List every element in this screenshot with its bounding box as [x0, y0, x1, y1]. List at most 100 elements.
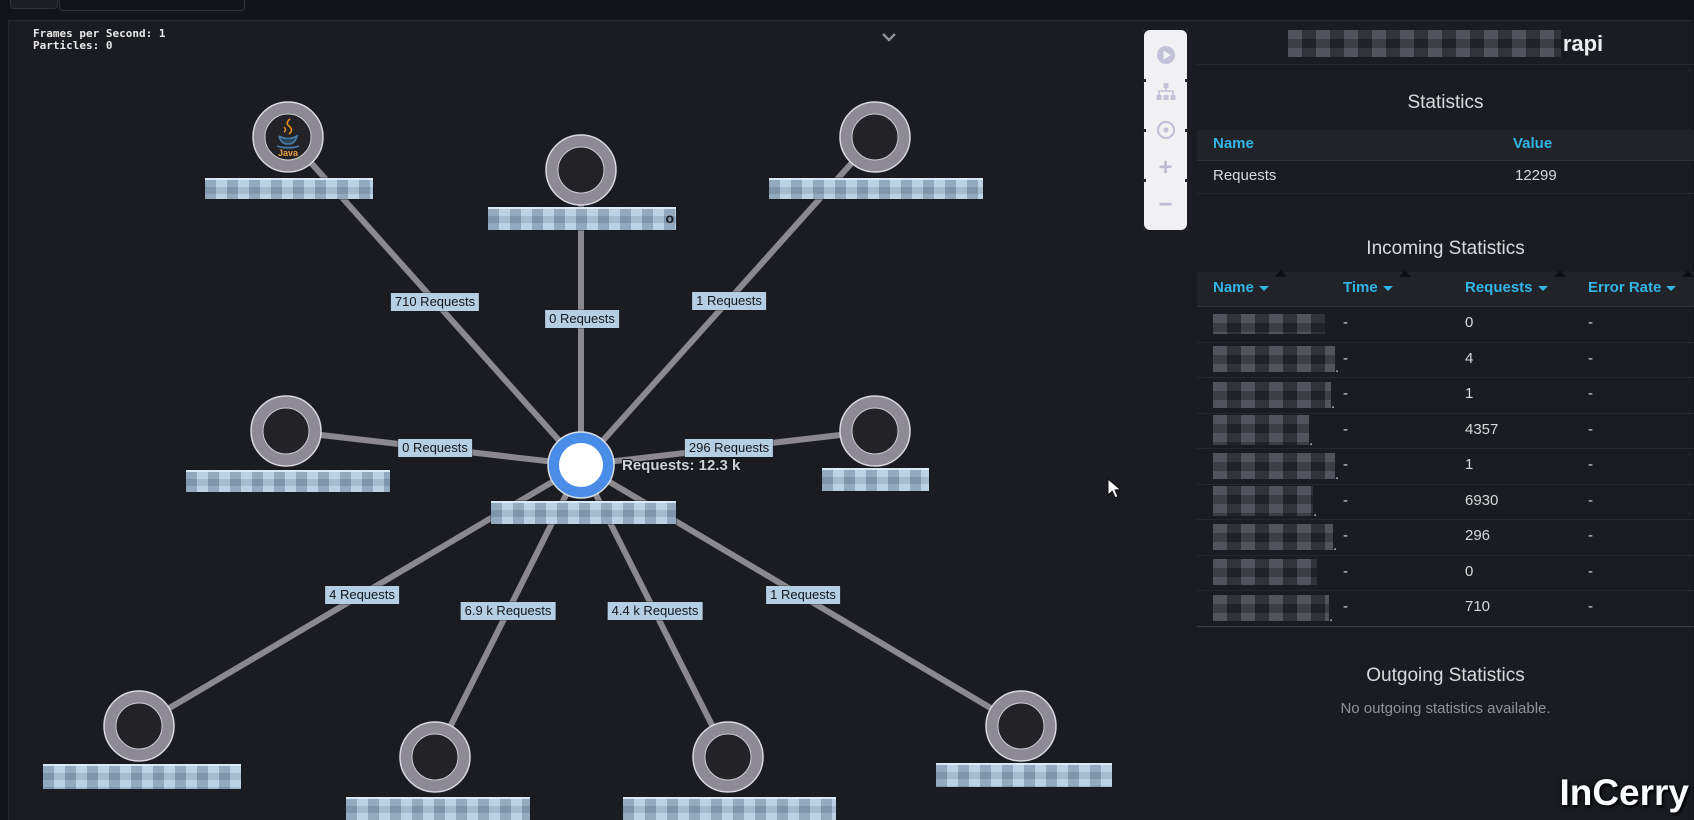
cell-requests: 0: [1465, 314, 1474, 331]
graph-zoom-toolbar: + −: [1143, 29, 1188, 231]
node-label-redacted-node-3: [769, 178, 983, 199]
cell-time: -: [1343, 527, 1348, 544]
redacted-service-name: [1213, 559, 1317, 589]
java-icon: [276, 134, 300, 149]
sitemap-icon: [1156, 83, 1175, 101]
watermark: InCerry: [1559, 772, 1689, 813]
service-node-node-7[interactable]: [399, 721, 471, 793]
service-node-node-4[interactable]: [250, 395, 322, 467]
cell-error-rate: -: [1588, 527, 1593, 544]
zoom-out-button[interactable]: −: [1152, 192, 1180, 218]
node-label-redacted-node-5: [822, 468, 929, 491]
service-node-node-6[interactable]: [103, 690, 175, 762]
caret-down-icon: [1382, 285, 1393, 291]
incoming-table-row[interactable]: .-6930-: [1197, 484, 1694, 520]
top-tab-stub-1[interactable]: [10, 0, 58, 9]
redacted-service-name: .: [1213, 381, 1335, 412]
incoming-table-row[interactable]: .-296-: [1197, 519, 1694, 556]
minus-icon: −: [1158, 191, 1173, 219]
redacted-service-name: .: [1213, 594, 1333, 625]
sort-arrow-icon: [1398, 270, 1411, 277]
node-label-redacted-node-8: [623, 797, 836, 820]
incoming-col-name[interactable]: Name: [1213, 270, 1287, 296]
chevron-down-icon[interactable]: [879, 30, 899, 44]
cell-error-rate: -: [1588, 385, 1593, 402]
cell-time: -: [1343, 456, 1348, 473]
focus-icon: [1156, 120, 1175, 140]
edge-request-count-label: 4 Requests: [325, 586, 399, 604]
node-label-redacted-node-2: o: [488, 207, 676, 230]
cell-requests: 4: [1465, 349, 1474, 367]
sort-arrow-icon: [1553, 270, 1566, 277]
fps-hud: Frames per Second: 1 Particles: 0: [33, 28, 165, 52]
incoming-col-requests[interactable]: Requests: [1465, 270, 1566, 296]
sort-arrow-icon: [1274, 270, 1287, 277]
cell-requests: 0: [1465, 562, 1474, 580]
redacted-service-name: .: [1213, 346, 1339, 376]
stats-col-name[interactable]: Name: [1213, 135, 1254, 152]
layout-button[interactable]: [1152, 79, 1180, 105]
cell-error-rate: -: [1588, 349, 1593, 367]
incoming-table-row[interactable]: .-4357-: [1197, 413, 1694, 449]
node-label-redacted-node-6: [43, 764, 241, 789]
stats-col-value[interactable]: Value: [1513, 135, 1553, 152]
cell-error-rate: -: [1588, 598, 1593, 615]
details-sidebar: rapi Statistics Name Value Requests 1229…: [1197, 20, 1694, 819]
cell-error-rate: -: [1588, 456, 1593, 473]
center-node-requests-label: Requests: 12.3 k: [622, 457, 741, 474]
statistics-heading: Statistics: [1407, 92, 1484, 113]
service-node-node-9[interactable]: [985, 690, 1057, 762]
incoming-table-row[interactable]: - 0 -: [1197, 555, 1694, 591]
cell-time: -: [1343, 562, 1348, 580]
edge-request-count-label: 1 Requests: [766, 586, 840, 604]
divider: [1197, 64, 1694, 65]
stats-row-value: 12299: [1515, 167, 1557, 184]
edge-request-count-label: 710 Requests: [390, 293, 480, 311]
selected-node-title: rapi: [1197, 30, 1694, 57]
cell-time: -: [1343, 420, 1348, 438]
cell-requests: 296: [1465, 527, 1491, 544]
redacted-service-name: [1213, 313, 1325, 338]
node-label-redacted-node-4: [186, 470, 390, 492]
service-node-node-5[interactable]: [839, 395, 911, 467]
edge-request-count-label: 1 Requests: [692, 292, 766, 310]
incoming-table-row[interactable]: .-4-: [1197, 342, 1694, 378]
service-node-center[interactable]: [547, 431, 615, 499]
incoming-heading: Incoming Statistics: [1366, 238, 1525, 259]
incoming-table-row[interactable]: .-710-: [1197, 590, 1694, 627]
incoming-col-error-rate[interactable]: Error Rate: [1588, 270, 1694, 296]
incoming-table-row[interactable]: -0-: [1197, 306, 1694, 343]
cell-error-rate: -: [1588, 562, 1593, 580]
incoming-table-header: Name Time Requests Error Rate: [1197, 270, 1694, 307]
play-button[interactable]: [1152, 42, 1180, 68]
zoom-in-button[interactable]: +: [1152, 155, 1180, 181]
node-label-redacted-node-7: [346, 797, 530, 820]
cell-requests: 710: [1465, 598, 1491, 615]
incoming-table-row[interactable]: .-1-: [1197, 448, 1694, 485]
cell-time: -: [1343, 349, 1348, 367]
edge-request-count-label: 6.9 k Requests: [460, 602, 556, 620]
cell-requests: 1: [1465, 385, 1474, 402]
java-icon: [283, 126, 287, 133]
edge-request-count-label: 0 Requests: [545, 310, 619, 328]
plus-icon: +: [1158, 153, 1173, 181]
focus-button[interactable]: [1152, 117, 1180, 143]
cell-time: -: [1343, 385, 1348, 402]
cell-requests: 1: [1465, 456, 1474, 473]
service-node-node-2[interactable]: [545, 134, 617, 206]
title-suffix: rapi: [1562, 30, 1604, 56]
top-tab-stub-2[interactable]: [59, 0, 245, 11]
redacted-service-name: .: [1213, 486, 1317, 520]
service-node-node-8[interactable]: [692, 721, 764, 793]
service-node-node-3[interactable]: [839, 101, 911, 173]
node-label-redacted-node-1: [205, 178, 373, 199]
service-node-node-1[interactable]: Java: [252, 101, 324, 173]
node-label-suffix: o: [665, 210, 674, 226]
cell-time: -: [1343, 314, 1348, 331]
particles-label: Particles: 0: [33, 39, 113, 52]
cell-requests: 6930: [1465, 491, 1499, 509]
caret-down-icon: [1666, 285, 1677, 291]
incoming-table-row[interactable]: .-1-: [1197, 377, 1694, 414]
incoming-col-time[interactable]: Time: [1343, 270, 1411, 296]
